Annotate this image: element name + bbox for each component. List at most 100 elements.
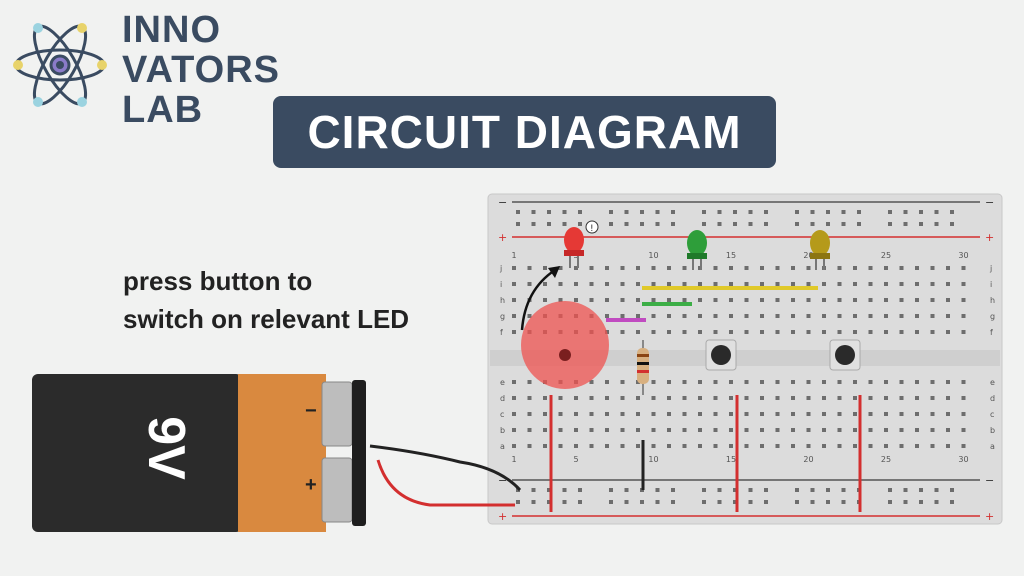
breadboard-hole bbox=[702, 222, 706, 226]
breadboard-hole bbox=[822, 282, 826, 286]
breadboard-hole bbox=[578, 222, 582, 226]
row-letter-label: j bbox=[989, 264, 992, 273]
breadboard-hole bbox=[717, 488, 722, 492]
breadboard-hole bbox=[791, 282, 795, 286]
breadboard-hole bbox=[729, 428, 733, 432]
column-number-label: 1 bbox=[511, 251, 516, 260]
breadboard-hole bbox=[698, 428, 702, 432]
breadboard-hole bbox=[822, 380, 826, 384]
breadboard-hole bbox=[868, 428, 873, 432]
breadboard-hole bbox=[853, 396, 857, 400]
breadboard-hole bbox=[822, 330, 826, 334]
breadboard-hole bbox=[667, 444, 671, 448]
breadboard-hole bbox=[946, 444, 950, 448]
breadboard-hole bbox=[698, 314, 702, 318]
breadboard-hole bbox=[609, 210, 613, 214]
breadboard-hole bbox=[760, 266, 764, 270]
breadboard-hole bbox=[810, 222, 815, 226]
row-letter-label: a bbox=[990, 442, 995, 451]
breadboard-hole bbox=[702, 210, 706, 214]
breadboard-hole bbox=[605, 282, 609, 286]
breadboard-hole bbox=[764, 500, 768, 504]
breadboard-hole bbox=[512, 412, 516, 416]
breadboard-hole bbox=[950, 222, 954, 226]
breadboard-hole bbox=[733, 210, 737, 214]
breadboard-hole bbox=[729, 282, 733, 286]
breadboard-hole bbox=[702, 500, 706, 504]
breadboard-hole bbox=[930, 314, 935, 318]
breadboard-hole bbox=[713, 266, 718, 270]
breadboard-hole bbox=[853, 412, 857, 416]
button-press-highlight bbox=[521, 301, 609, 389]
breadboard-hole bbox=[915, 314, 919, 318]
svg-text:−: − bbox=[498, 474, 507, 487]
push-button-2 bbox=[705, 339, 737, 371]
column-number-label: 15 bbox=[726, 455, 736, 464]
breadboard-hole bbox=[826, 500, 830, 504]
breadboard-hole bbox=[915, 396, 919, 400]
breadboard-hole bbox=[624, 500, 629, 504]
breadboard-hole bbox=[562, 500, 567, 504]
breadboard-hole bbox=[636, 444, 640, 448]
breadboard-hole bbox=[775, 428, 780, 432]
breadboard-hole bbox=[744, 282, 749, 286]
breadboard-hole bbox=[713, 412, 718, 416]
breadboard-hole bbox=[682, 396, 687, 400]
breadboard-hole bbox=[806, 282, 811, 286]
breadboard-hole bbox=[853, 298, 857, 302]
brand-line-1: INNO bbox=[122, 9, 221, 51]
breadboard-hole bbox=[543, 412, 547, 416]
breadboard-hole bbox=[903, 222, 908, 226]
breadboard-hole bbox=[748, 500, 753, 504]
breadboard-hole bbox=[868, 396, 873, 400]
red-led bbox=[564, 227, 584, 268]
breadboard-hole bbox=[744, 444, 749, 448]
breadboard-hole bbox=[884, 314, 888, 318]
resistor bbox=[637, 340, 649, 395]
breadboard-hole bbox=[884, 444, 888, 448]
breadboard-hole bbox=[775, 412, 780, 416]
breadboard-hole bbox=[946, 282, 950, 286]
column-number-label: 30 bbox=[958, 251, 968, 260]
breadboard-hole bbox=[837, 396, 842, 400]
breadboard-hole bbox=[884, 298, 888, 302]
breadboard-hole bbox=[868, 298, 873, 302]
info-icon bbox=[585, 220, 599, 234]
breadboard-hole bbox=[899, 444, 904, 448]
breadboard-hole bbox=[888, 500, 892, 504]
breadboard-hole bbox=[760, 412, 764, 416]
breadboard-hole bbox=[822, 298, 826, 302]
breadboard-hole bbox=[636, 314, 640, 318]
breadboard-hole bbox=[915, 282, 919, 286]
breadboard-hole bbox=[934, 488, 939, 492]
breadboard-hole bbox=[775, 444, 780, 448]
breadboard-hole bbox=[713, 330, 718, 334]
breadboard-hole bbox=[795, 500, 799, 504]
breadboard-hole bbox=[853, 330, 857, 334]
battery-minus-sign: − bbox=[305, 400, 317, 422]
breadboard-hole bbox=[636, 428, 640, 432]
column-number-label: 25 bbox=[881, 251, 891, 260]
breadboard-hole bbox=[868, 380, 873, 384]
breadboard-hole bbox=[651, 330, 656, 334]
breadboard-hole bbox=[775, 298, 780, 302]
breadboard-hole bbox=[791, 314, 795, 318]
breadboard-hole bbox=[806, 266, 811, 270]
breadboard-hole bbox=[934, 500, 939, 504]
breadboard-hole bbox=[574, 428, 578, 432]
breadboard-hole bbox=[574, 298, 578, 302]
press-arrow bbox=[520, 268, 556, 331]
row-letter-label: j bbox=[499, 264, 502, 273]
breadboard-hole bbox=[558, 428, 563, 432]
breadboard-hole bbox=[651, 380, 656, 384]
breadboard-hole bbox=[946, 412, 950, 416]
breadboard-hole bbox=[527, 314, 532, 318]
breadboard-hole bbox=[744, 314, 749, 318]
breadboard-hole bbox=[837, 314, 842, 318]
breadboard-hole bbox=[713, 298, 718, 302]
breadboard-hole bbox=[791, 428, 795, 432]
breadboard-hole bbox=[543, 444, 547, 448]
breadboard-hole bbox=[698, 282, 702, 286]
breadboard-hole bbox=[717, 222, 722, 226]
breadboard-hole bbox=[620, 412, 625, 416]
